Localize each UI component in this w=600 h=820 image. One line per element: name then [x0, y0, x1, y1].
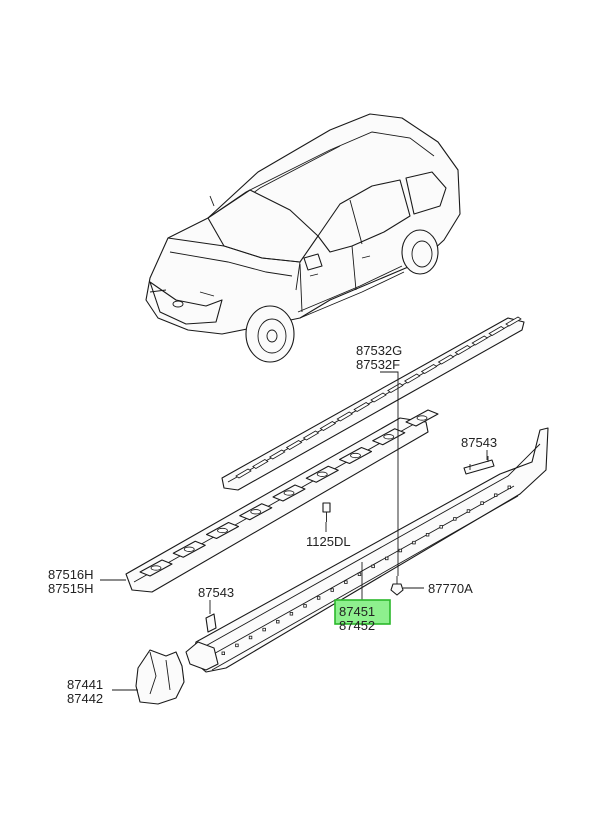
sill-hole: [289, 612, 294, 616]
leader-lines: [100, 371, 488, 691]
step-pad-slots: [235, 316, 522, 479]
label-87442[interactable]: 87442: [67, 691, 103, 706]
step-pad-slot: [235, 468, 252, 479]
sill-hole: [398, 548, 403, 553]
rail-bracket-hole: [150, 565, 162, 571]
label-1125dl[interactable]: 1125DL: [306, 534, 351, 549]
label-87532f[interactable]: 87532F: [356, 357, 400, 372]
rail-mounting-brackets: [139, 409, 439, 577]
label-87516h[interactable]: 87516H: [48, 567, 94, 582]
step-pad-slot: [403, 373, 421, 384]
step-pad-slot: [319, 421, 337, 431]
sill-hole: [262, 627, 266, 632]
sill-hole: [480, 501, 484, 505]
step-pad-slot: [437, 354, 455, 365]
rail-bracket-hole: [250, 509, 262, 515]
sill-hole: [357, 572, 362, 576]
step-pad-slot: [454, 345, 472, 355]
sill-hole: [412, 540, 416, 545]
rail-bracket-hole: [416, 415, 428, 421]
sill-hole: [330, 588, 334, 592]
screw-1125dl: [322, 502, 331, 522]
step-pad-slot: [285, 440, 303, 450]
clip-87543-right: [463, 456, 495, 475]
sill-hole: [493, 493, 498, 497]
sill-hole: [466, 509, 471, 513]
step-pad-slot: [252, 459, 269, 469]
sill-hole: [221, 651, 225, 655]
sill-hole: [371, 564, 375, 569]
step-pad-slot: [505, 316, 522, 327]
rail-bracket-hole: [283, 490, 295, 496]
clip-87770a: [390, 576, 404, 596]
label-87451[interactable]: 87451: [339, 604, 375, 619]
step-pad-slot: [336, 411, 354, 422]
sill-hole: [303, 604, 307, 608]
label-87543-left[interactable]: 87543: [198, 585, 234, 600]
highlight-87451[interactable]: [334, 599, 391, 625]
step-pad-slot: [488, 326, 505, 336]
bracket-rail-87516: [125, 409, 439, 593]
sill-hole: [316, 596, 321, 600]
step-pad-87532: [221, 316, 525, 491]
step-pad-slot: [353, 402, 370, 412]
sill-hole: [235, 643, 239, 648]
sill-hole: [276, 619, 280, 624]
step-pad-slot: [471, 335, 489, 346]
step-pad-slot: [268, 449, 286, 460]
label-87452[interactable]: 87452: [339, 618, 375, 633]
step-pad-slot: [387, 383, 404, 393]
label-87543-right[interactable]: 87543: [461, 435, 497, 450]
sill-hole: [248, 635, 253, 640]
sill-hole: [385, 556, 389, 561]
label-87770a[interactable]: 87770A: [428, 581, 473, 596]
sill-hole: [344, 580, 348, 584]
rail-bracket-hole: [316, 471, 328, 477]
rail-bracket-hole: [183, 546, 195, 552]
vehicle-illustration: [145, 113, 461, 363]
sill-hole: [439, 525, 443, 529]
sill-hole: [507, 485, 511, 489]
rail-bracket-hole: [217, 527, 228, 534]
clip-87543-left: [205, 613, 217, 633]
rail-bracket-hole: [350, 452, 361, 459]
label-87441[interactable]: 87441: [67, 677, 103, 692]
sill-hole: [425, 533, 430, 537]
step-pad-slot: [420, 364, 438, 374]
part-labels: 87532G 87532F 87543 1125DL 87516H 87515H…: [48, 343, 497, 706]
label-87532g[interactable]: 87532G: [356, 343, 402, 358]
rail-bracket-hole: [383, 434, 395, 440]
side-sill-holes: [221, 485, 511, 655]
step-pad-slot: [302, 430, 320, 441]
label-87515h[interactable]: 87515H: [48, 581, 94, 596]
step-pad-slot: [370, 392, 387, 403]
mud-guard-87441: [135, 649, 185, 705]
sill-hole: [453, 517, 457, 521]
